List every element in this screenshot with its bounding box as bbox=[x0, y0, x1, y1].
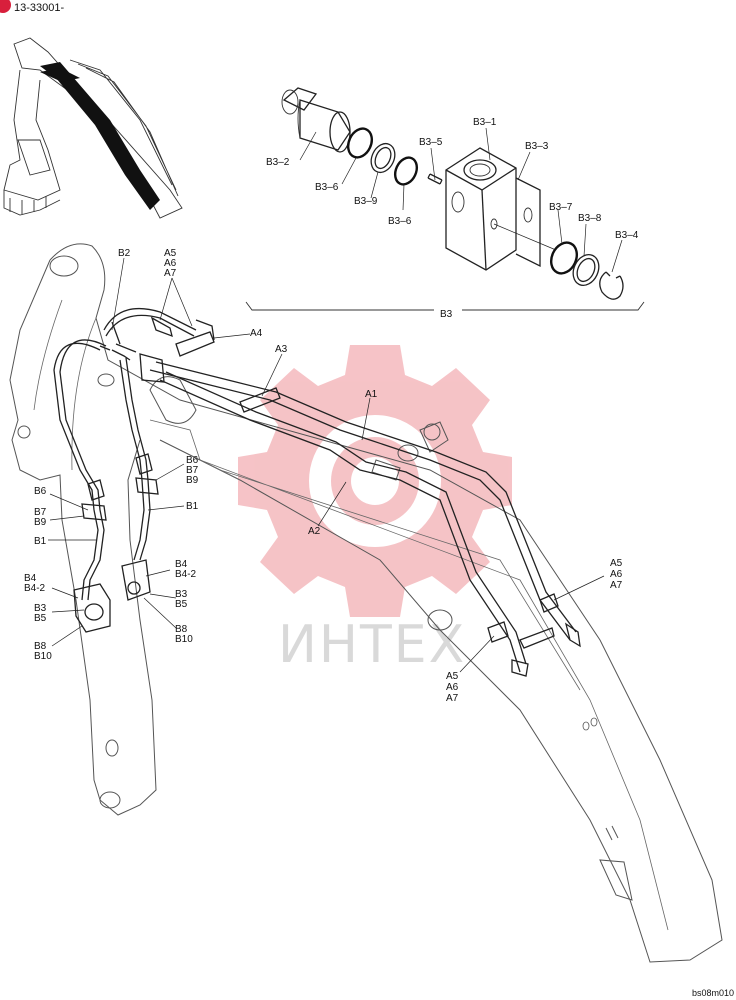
part-labels: B3–1 B3–2 B3–3 B3–4 B3–5 B3–6 B3–6 B3–7 … bbox=[24, 117, 639, 704]
label-b9-left: B9 bbox=[34, 517, 47, 528]
label-a6-top: A6 bbox=[164, 258, 177, 269]
label-a5-top: A5 bbox=[164, 248, 177, 259]
image-code: bs08m010 bbox=[692, 988, 734, 998]
doc-code: 13-33001- bbox=[14, 2, 64, 14]
label-a7-top: A7 bbox=[164, 268, 177, 279]
label-b3-left: B3 bbox=[34, 603, 47, 614]
label-b2: B2 bbox=[118, 248, 131, 259]
label-b3-9: B3–9 bbox=[354, 196, 378, 207]
red-circle-badge-icon bbox=[0, 0, 11, 13]
b3-group-bracket bbox=[245, 301, 645, 311]
label-a5-bottom: A5 bbox=[446, 671, 459, 682]
label-b3-7: B3–7 bbox=[549, 202, 573, 213]
label-b3-5: B3–5 bbox=[419, 137, 443, 148]
label-a5-right: A5 bbox=[610, 558, 623, 569]
label-b5-right: B5 bbox=[175, 599, 188, 610]
label-b3-8: B3–8 bbox=[578, 213, 602, 224]
label-b6-left: B6 bbox=[34, 486, 47, 497]
part-b3-5-pin bbox=[427, 173, 443, 185]
label-b4-2-right: B4-2 bbox=[175, 569, 197, 580]
clamp-a3 bbox=[239, 387, 281, 413]
label-b3-4: B3–4 bbox=[615, 230, 639, 241]
label-b3-group: B3 bbox=[440, 309, 453, 320]
part-b3-2-pin bbox=[281, 87, 351, 153]
label-b7-left: B7 bbox=[34, 507, 47, 518]
label-a2: A2 bbox=[308, 526, 321, 537]
label-a6-right: A6 bbox=[610, 569, 623, 580]
ring-b3-8 bbox=[572, 253, 600, 287]
label-a1: A1 bbox=[365, 389, 378, 400]
label-b1-left: B1 bbox=[34, 536, 47, 547]
b3-exploded-assembly bbox=[245, 87, 645, 311]
ring-b3-6-left bbox=[346, 127, 374, 159]
label-b3-2: B3–2 bbox=[266, 157, 290, 168]
label-b8-right: B8 bbox=[175, 624, 188, 635]
label-a4: A4 bbox=[250, 328, 263, 339]
ring-b3-7 bbox=[549, 241, 579, 275]
label-b4-right: B4 bbox=[175, 559, 188, 570]
label-b7-right: B7 bbox=[186, 465, 199, 476]
label-a6-bottom: A6 bbox=[446, 682, 459, 693]
label-a7-right: A7 bbox=[610, 580, 623, 591]
label-b3-right: B3 bbox=[175, 589, 188, 600]
ring-b3-9 bbox=[370, 142, 396, 174]
circlip-b3-4 bbox=[599, 271, 624, 300]
ring-b3-6-right bbox=[393, 156, 419, 186]
label-b5-left: B5 bbox=[34, 613, 47, 624]
part-b3-1-block bbox=[445, 147, 557, 271]
label-b9-right: B9 bbox=[186, 475, 199, 486]
label-b3-3: B3–3 bbox=[525, 141, 549, 152]
label-b4-left: B4 bbox=[24, 573, 37, 584]
label-b8-left: B8 bbox=[34, 641, 47, 652]
thumbnail-excavator-icon bbox=[3, 37, 183, 219]
label-b3-1: B3–1 bbox=[473, 117, 497, 128]
label-b3-6-right: B3–6 bbox=[388, 216, 412, 227]
label-b4-2-left: B4-2 bbox=[24, 583, 46, 594]
label-a3: A3 bbox=[275, 344, 288, 355]
hydraulic-lines bbox=[53, 308, 581, 677]
watermark-gear bbox=[238, 345, 512, 617]
label-b10-right: B10 bbox=[175, 634, 193, 645]
label-b6-right: B6 bbox=[186, 455, 199, 466]
label-b10-left: B10 bbox=[34, 651, 52, 662]
boom-outline bbox=[9, 243, 723, 963]
label-a7-bottom: A7 bbox=[446, 693, 459, 704]
label-b1-right: B1 bbox=[186, 501, 199, 512]
clamp-a4 bbox=[175, 331, 215, 357]
leader-lines bbox=[48, 127, 623, 673]
label-b3-6-left: B3–6 bbox=[315, 182, 339, 193]
watermark-text: ИНТЕХ bbox=[278, 615, 466, 675]
